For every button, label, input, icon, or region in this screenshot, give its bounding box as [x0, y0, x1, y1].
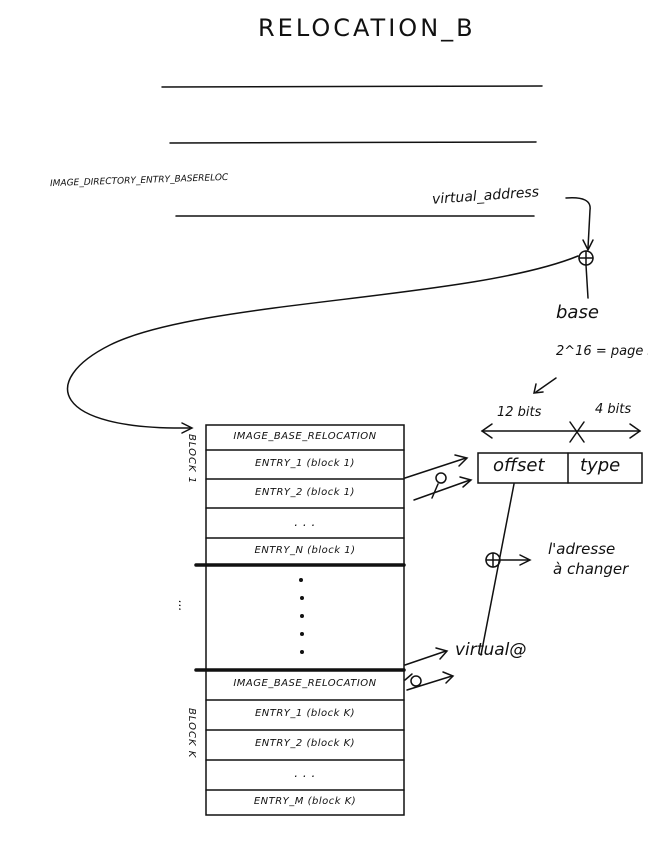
- curve-arrow: [66, 255, 579, 429]
- page-size-note: 2^16 = page size: [556, 344, 648, 359]
- block-1-entry: ENTRY_2 (block 1): [255, 487, 355, 498]
- block-1-entry: ENTRY_N (block 1): [254, 545, 356, 556]
- block-1-entry: ENTRY_1 (block 1): [255, 458, 355, 469]
- type-field: type: [580, 455, 621, 476]
- rule-1: [161, 85, 543, 88]
- block-1-ellipsis: . . .: [294, 515, 316, 529]
- side-ellipsis: ...: [176, 600, 190, 612]
- block-k-entry: ENTRY_2 (block K): [254, 738, 356, 749]
- base-label: base: [556, 302, 599, 323]
- offset-field: offset: [493, 455, 545, 476]
- bits-right-label: 4 bits: [595, 402, 632, 417]
- block-k-ellipsis: . . .: [294, 766, 316, 780]
- virtual-at-label: virtual@: [455, 640, 527, 660]
- bits-left-label: 12 bits: [497, 405, 542, 420]
- entry-field-box: [477, 452, 643, 484]
- rule-2: [169, 141, 537, 144]
- page-title: RELOCATION_B: [258, 14, 476, 42]
- block-k-entry: ENTRY_M (block K): [253, 796, 357, 807]
- block-k-entry: ENTRY_1 (block K): [254, 708, 356, 719]
- block-k-label: BLOCK K: [186, 708, 197, 759]
- vertical-ellipsis: [299, 578, 304, 654]
- block-k-header: IMAGE_BASE_RELOCATION: [233, 678, 377, 689]
- address-note-1: l'adresse: [548, 540, 616, 558]
- address-note-2: à changer: [553, 560, 629, 578]
- virtual-address-arrow: [565, 197, 591, 249]
- block-1-label: BLOCK 1: [186, 434, 197, 485]
- entry-arrow-1: [404, 457, 467, 479]
- block-1-header: IMAGE_BASE_RELOCATION: [233, 431, 377, 442]
- table-block-k: [205, 669, 405, 816]
